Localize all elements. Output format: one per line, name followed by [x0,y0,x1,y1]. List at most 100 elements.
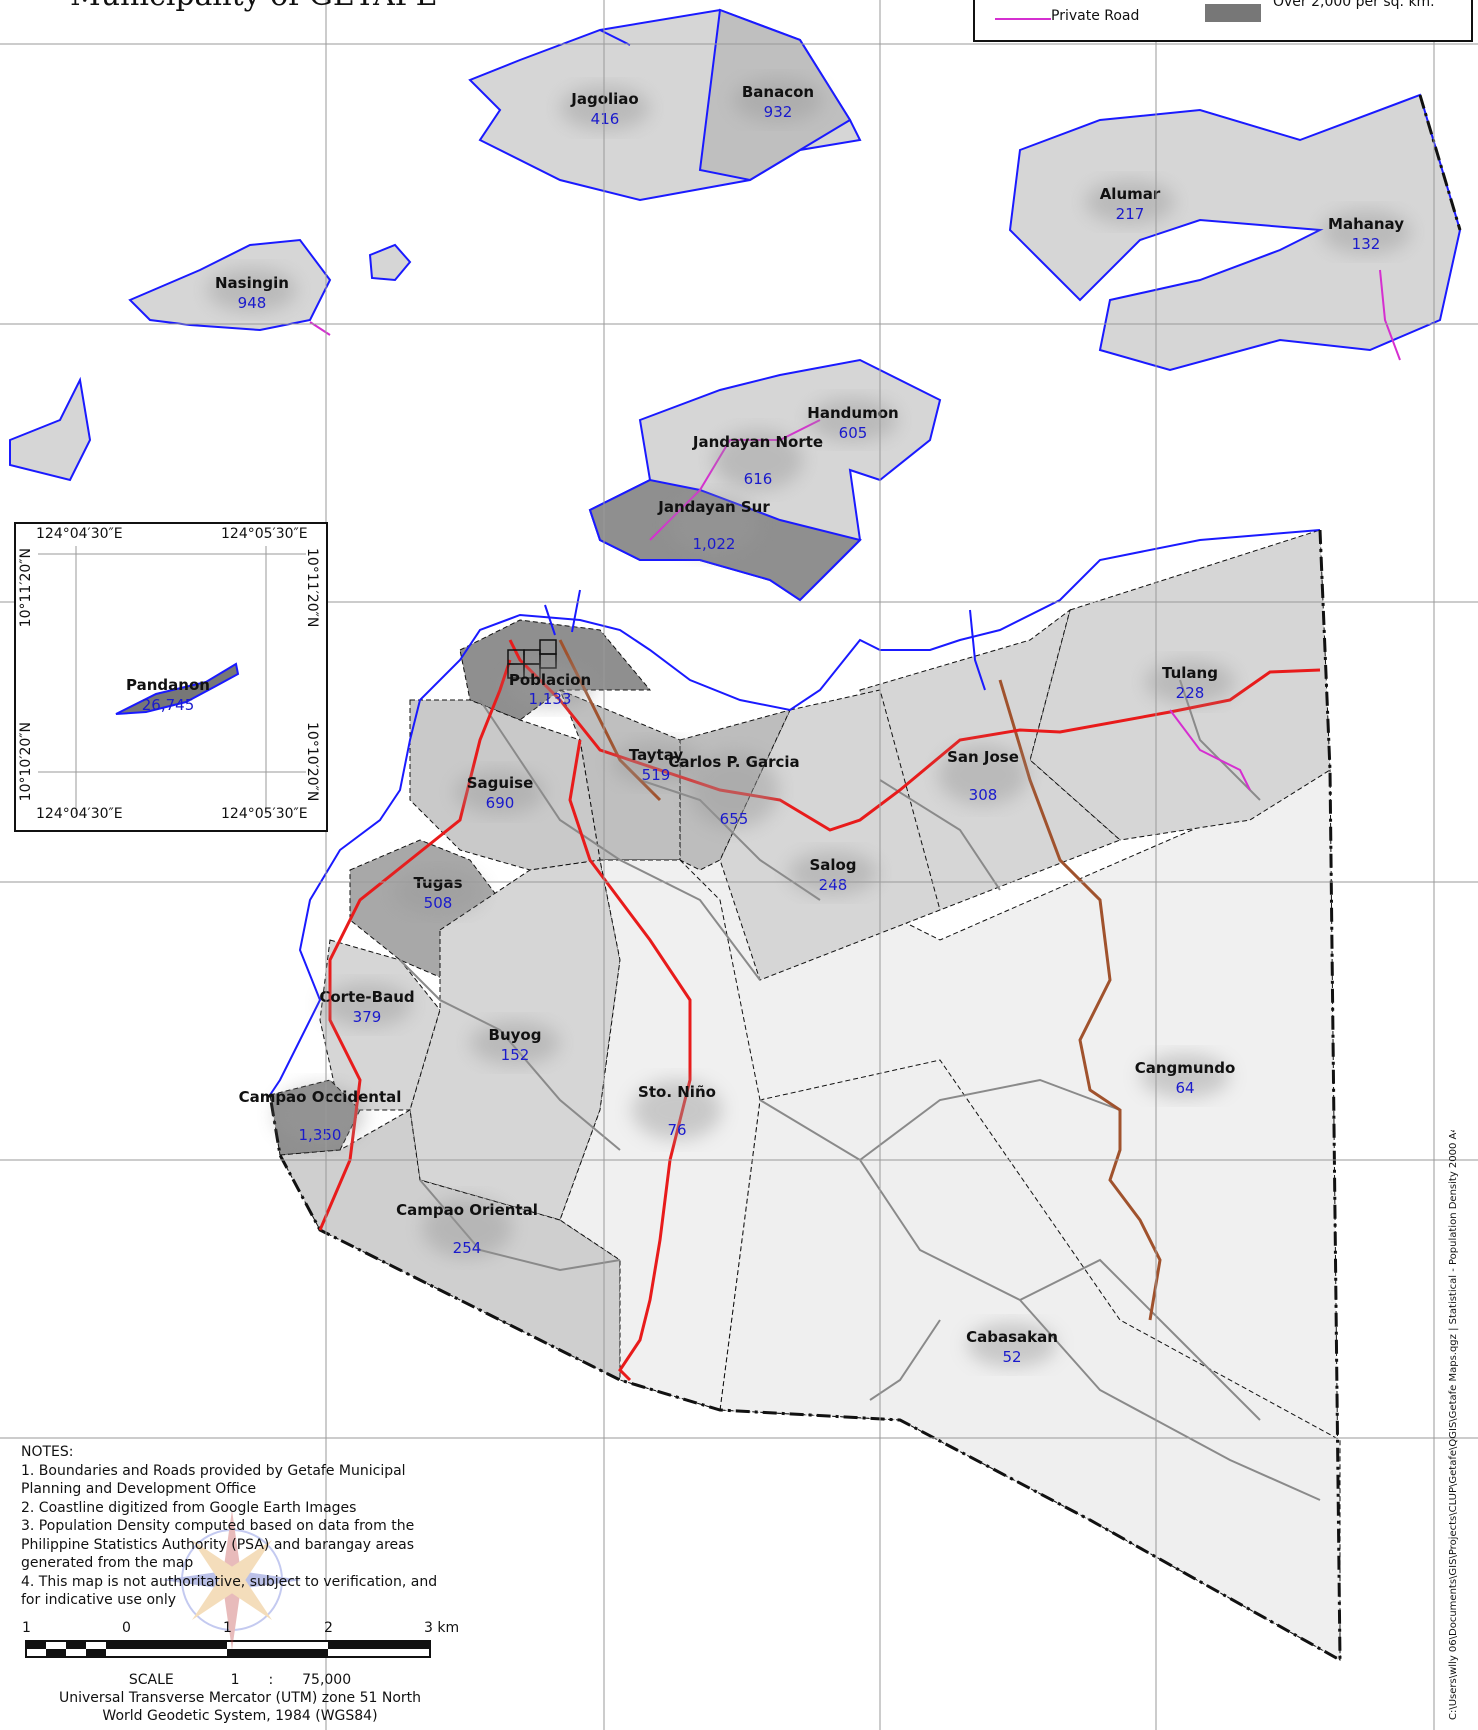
value-handumon: 605 [839,424,868,442]
label-campao-oriental: Campao Oriental [396,1201,538,1219]
scale-seg [106,1641,126,1649]
value-pandanon: 26,745 [142,696,195,714]
value-jandayan-norte: 616 [744,470,773,488]
inset-lat-left-bottom: 10°10′20″N [18,722,34,802]
value-nasingin: 948 [238,294,267,312]
private-road-swatch [995,18,1051,20]
label-alumar: Alumar [1100,185,1161,203]
label-san-jose: San Jose [947,748,1019,766]
scale-seg [328,1641,430,1649]
note-1: 1. Boundaries and Roads provided by Geta… [21,1462,406,1498]
label-carlos-garcia: Carlos P. Garcia [668,753,799,771]
inset-lon-bottom-right: 124°05′30″E [221,806,308,822]
value-salog: 248 [819,876,848,894]
label-glow [669,495,759,555]
value-buyog: 152 [501,1046,530,1064]
label-campao-occidental: Campao Occidental [239,1088,402,1106]
label-glow [788,851,878,895]
scale-tick: 3 km [424,1620,460,1636]
value-cangmundo: 64 [1175,1079,1194,1097]
value-carlos-garcia: 655 [720,810,749,828]
label-glow [611,741,701,785]
scale-seg [126,1641,227,1649]
value-campao-oriental: 254 [453,1239,482,1257]
scale-ratio-sep: : [268,1672,274,1688]
scale-tick: 1 [223,1620,232,1636]
label-pandanon: Pandanon [126,676,210,694]
value-alumar: 217 [1116,205,1145,223]
value-mahanay: 132 [1352,235,1381,253]
legend: Private Road Over 2,000 per sq. km. [973,0,1473,42]
label-glow [733,78,823,122]
value-san-jose: 308 [969,786,998,804]
scale-block: 1 0 1 2 3 km SCALE 1 : 75,000 Universal … [20,1620,460,1730]
scale-tick: 2 [324,1620,333,1636]
label-glow [689,752,779,828]
scale-ratio-a: 1 [230,1672,240,1688]
scale-seg [227,1649,328,1657]
label-glow [322,983,412,1027]
inset-canvas: Pandanon 26,745 [38,546,306,814]
label-glow [275,1085,365,1145]
scale-tick: 0 [122,1620,131,1636]
label-glow [1085,180,1175,224]
boundary-island-east [1418,94,1462,231]
value-tulang: 228 [1176,684,1205,702]
inset-lat-left-top: 10°11′20″N [18,548,34,628]
label-glow [422,1198,512,1258]
inset-map-pandanon: Pandanon 26,745 124°04′30″E 124°05′30″E … [14,522,328,832]
value-jandayan-sur: 1,022 [693,535,736,553]
label-glow [938,745,1028,805]
inset-lat-right-bottom: 10°10′20″N [304,722,320,802]
label-glow [505,664,595,708]
file-path-text: C:\Users\wlly 06\Documents\GIS\Projects\… [1448,1130,1459,1720]
island-pandanon [115,662,240,715]
value-poblacion: 1,133 [529,690,572,708]
label-sto-nino: Sto. Niño [638,1083,716,1101]
label-glow [632,1080,722,1140]
scale-tick: 1 [22,1620,31,1636]
scale-seg [86,1649,106,1657]
rivers [544,29,986,691]
label-glow [808,398,898,442]
note-2: 2. Coastline digitized from Google Earth… [21,1499,357,1516]
label-glow [470,1021,560,1065]
label-jandayan-sur: Jandayan Sur [657,498,770,516]
label-poblacion: Poblacion [509,671,591,689]
value-tugas: 508 [424,894,453,912]
value-banacon: 932 [764,103,793,121]
value-corte-baud: 379 [353,1008,382,1026]
legend-private-road-label: Private Road [1051,8,1140,24]
inset-lon-bottom-left: 124°04′30″E [36,806,123,822]
inset-lat-right-top: 10°11′20″N [304,548,320,628]
note-4: 4. This map is not authoritative, subjec… [21,1573,438,1609]
label-cangmundo: Cangmundo [1135,1059,1236,1077]
label-glow [393,870,483,914]
scale-datum: World Geodetic System, 1984 (WGS84) [102,1708,378,1724]
mainland-coastline [269,529,1321,1096]
notes: NOTES: 1. Boundaries and Roads provided … [21,1443,441,1610]
notes-heading: NOTES: [21,1444,74,1460]
legend-density-label: Over 2,000 per sq. km. [1273,0,1435,10]
label-buyog: Buyog [489,1026,542,1044]
label-handumon: Handumon [807,404,898,422]
value-campao-occidental: 1,350 [299,1126,342,1144]
island-small-west [9,376,92,482]
note-3: 3. Population Density computed based on … [21,1518,415,1571]
label-glow [713,430,803,490]
value-cabasakan: 52 [1002,1348,1021,1366]
inset-lon-top-left: 124°04′30″E [36,526,123,542]
label-cabasakan: Cabasakan [966,1328,1058,1346]
value-sto-nino: 76 [667,1121,686,1139]
inset-lon-top-right: 124°05′30″E [221,526,308,542]
scale-bar [25,1640,431,1658]
density-swatch [1205,4,1261,22]
label-glow [455,770,545,814]
scale-ratio: SCALE 1 : 75,000 [20,1672,460,1688]
municipal-boundary [268,529,1342,1663]
scale-projection: Universal Transverse Mercator (UTM) zone… [58,1690,422,1706]
label-nasingin: Nasingin [215,274,289,292]
label-saguise: Saguise [467,774,534,792]
label-tulang: Tulang [1162,664,1218,682]
